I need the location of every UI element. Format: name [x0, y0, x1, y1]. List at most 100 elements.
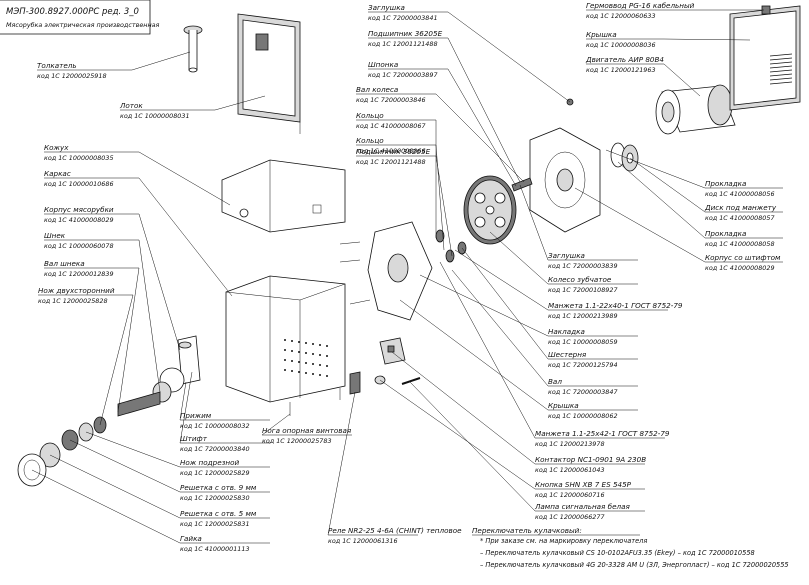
part-name: Толкатель: [37, 61, 77, 70]
leader-line: [447, 68, 517, 187]
leader-line: [261, 413, 291, 436]
cover-drawing: [221, 159, 346, 233]
part-label-val-kolesa: Вал колеса код 1С 72000003846: [356, 85, 525, 183]
leader-line: [454, 249, 549, 311]
leader-line: [461, 247, 549, 360]
title-subtitle: Мясорубка электрическая производственная: [6, 21, 160, 29]
part-code: код 1С 72000003847: [548, 388, 618, 396]
part-name: Манжета 1.1-25х42-1 ГОСТ 8752-79: [535, 429, 670, 438]
part-label-knopka: Кнопка SHN XB 7 ES 545P код 1С 1200006071…: [379, 379, 645, 499]
cutting-set-drawing: [17, 381, 172, 487]
part-code: код 1С 12000025831: [180, 520, 250, 528]
switch-note-line-2: – Переключатель кулачковый CS 10-0102АFU…: [480, 549, 755, 557]
part-code: код 1С 10000008062: [548, 412, 618, 420]
part-label-prokladka-2: Прокладка код 1С 41000008058: [617, 161, 783, 248]
leader-line: [49, 454, 181, 519]
leader-line: [138, 151, 231, 206]
part-code: код 1С 12001121488: [356, 158, 426, 166]
leader-line: [451, 269, 549, 387]
part-name: Кольцо: [356, 111, 384, 120]
part-code: код 1С 12000060716: [535, 491, 605, 499]
part-code: код 1С 41000008056: [705, 190, 775, 198]
leader-line: [117, 267, 140, 413]
motor-drawing: [655, 84, 736, 135]
leader-line: [447, 11, 571, 103]
part-name: Корпус со штифтом: [705, 253, 781, 262]
leader-line: [574, 187, 706, 263]
leader-line: [409, 381, 536, 512]
part-name: Шестерня: [548, 350, 587, 359]
leader-line: [179, 371, 193, 444]
leader-line: [447, 37, 521, 183]
frame-drawing: [225, 275, 346, 416]
leader-line: [85, 431, 181, 468]
part-name: Крышка: [548, 401, 579, 410]
leader-line: [519, 184, 549, 261]
leader-line: [179, 381, 187, 421]
part-code: код 1С 72000003897: [368, 71, 438, 79]
part-name: Реле NR2-25 4-6А (CHINT) тепловое: [328, 526, 462, 535]
part-name: Накладка: [548, 327, 585, 336]
leader-line: [435, 93, 525, 183]
part-name: Кнопка SHN XB 7 ES 545P: [535, 480, 632, 489]
part-name: Корпус мясорубки: [44, 205, 114, 214]
part-label-shesternya: Шестерня код 1С 72000125794: [461, 247, 638, 369]
part-code: код 1С 41000008029: [705, 264, 775, 272]
part-code: код 1С 12000060633: [586, 12, 656, 20]
part-label-gayka: Гайка код 1С 41000001113: [31, 469, 270, 553]
part-code: код 1С 10000008031: [120, 112, 190, 120]
part-code: код 1С 41000008058: [705, 240, 775, 248]
part-code: код 1С 12000025783: [262, 437, 332, 445]
grinder-body-drawing: [159, 335, 201, 393]
part-code: код 1С 41000001113: [180, 545, 250, 553]
leader-line: [489, 231, 549, 285]
part-name: Контактор NC1-0901 9А 230В: [535, 455, 646, 464]
part-name: Гайка: [180, 534, 202, 543]
part-code: код 1С 72000003840: [180, 445, 250, 453]
part-code: код 1С 12001121488: [368, 40, 438, 48]
leader-line: [663, 38, 751, 41]
part-code: код 1С 10000060078: [44, 242, 114, 250]
part-code: код 1С 41000008066: [356, 147, 426, 155]
part-name: Колесо зубчатое: [548, 275, 612, 284]
part-code: код 1С 72000125794: [548, 361, 618, 369]
part-label-kryshka-bot: Крышка код 1С 10000008062: [399, 299, 638, 420]
leader-line: [214, 95, 266, 111]
switch-note-line-3: – Переключатель кулачковый 4G 20-3328 AM…: [480, 561, 789, 569]
part-code: код 1С 72000003846: [356, 96, 426, 104]
part-drawings: [17, 5, 801, 487]
leader-line: [439, 261, 536, 439]
part-name: Каркас: [44, 169, 71, 178]
leader-line: [605, 149, 706, 189]
part-code: код 1С 12000061316: [328, 537, 398, 545]
part-name: Манжета 1.1-22х40-1 ГОСТ 8752-79: [548, 301, 683, 310]
leader-line: [419, 274, 549, 337]
part-code: код 1С 12000025830: [180, 494, 250, 502]
part-name: Прокладка: [705, 179, 746, 188]
part-name: Вал: [548, 377, 562, 386]
part-code: код 1С 10000008059: [548, 338, 618, 346]
part-code: код 1С 12000213978: [535, 440, 605, 448]
part-name: Подшипник 36205Е: [368, 29, 443, 38]
leader-line: [138, 239, 161, 393]
part-label-val: Вал код 1С 72000003847: [451, 269, 638, 396]
part-name: Вал колеса: [356, 85, 398, 94]
pusher-drawing: [183, 25, 203, 73]
part-code: код 1С 10000008032: [180, 422, 250, 430]
switch-note: Переключатель кулачковый: * При заказе с…: [472, 526, 789, 569]
